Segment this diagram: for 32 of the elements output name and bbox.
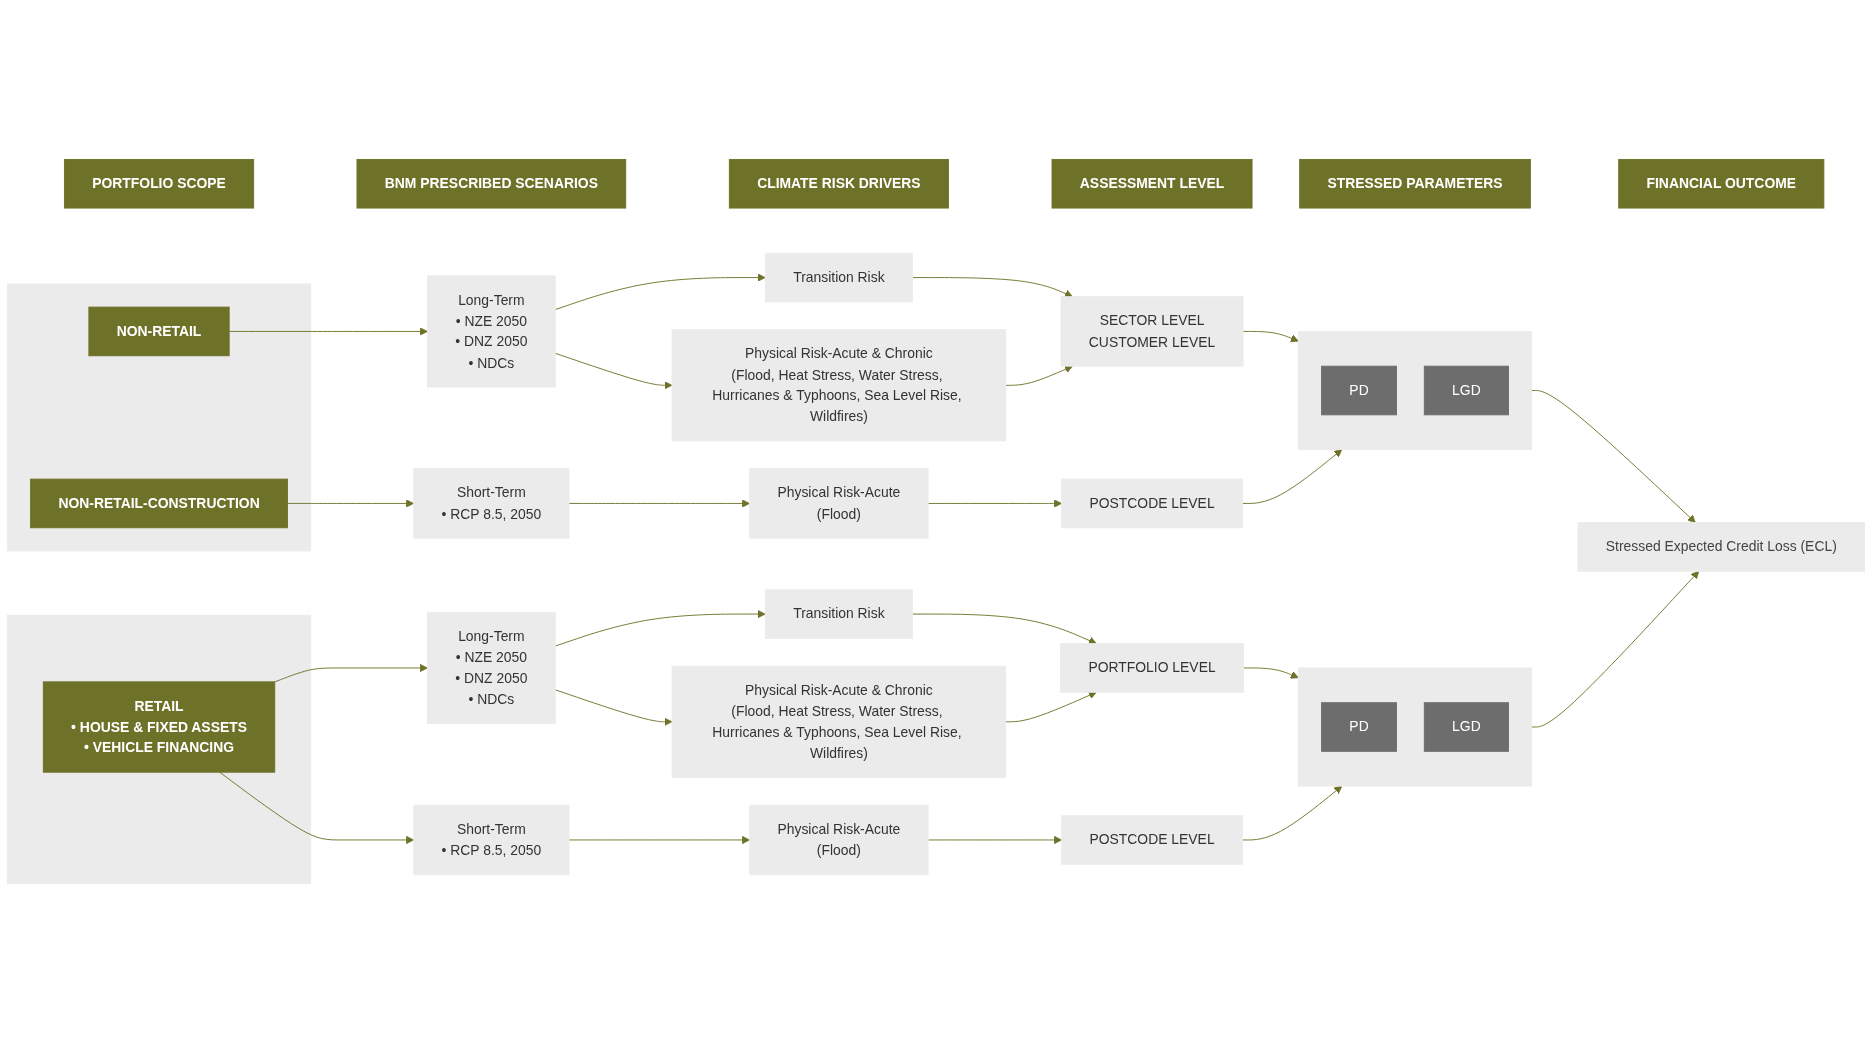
node-box: PORTFOLIO SCOPE	[63, 159, 255, 209]
node-box: Long-Term • NZE 2050 • DNZ 2050 • NDCs	[427, 611, 556, 725]
node-box: Short-Term • RCP 8.5, 2050	[413, 804, 570, 876]
node-box: LGD	[1423, 702, 1509, 752]
node-box: PD	[1321, 365, 1397, 416]
cluster	[6, 614, 312, 884]
node-box: LGD	[1423, 365, 1509, 416]
cluster	[1297, 667, 1533, 787]
node-box: STRESSED PARAMETERS	[1299, 159, 1531, 209]
node-box: NON-RETAIL	[88, 306, 230, 357]
node-box: ASSESSMENT LEVEL	[1051, 159, 1253, 209]
node-box: Short-Term • RCP 8.5, 2050	[413, 468, 570, 539]
node-box: Physical Risk-Acute & Chronic (Flood, Heat Stress, Water Stress, Hurricanes & Typhoons, Sea Level Rise, Wildfires)	[671, 665, 1007, 778]
node-box: Long-Term • NZE 2050 • DNZ 2050 • NDCs	[427, 275, 556, 388]
node-box: BNM PRESCRIBED SCENARIOS	[356, 159, 627, 209]
node-box: SECTOR LEVEL CUSTOMER LEVEL	[1060, 296, 1244, 367]
node-box: Transition Risk	[764, 252, 913, 303]
cluster	[1297, 331, 1533, 451]
node-box: FINANCIAL OUTCOME	[1618, 159, 1825, 209]
node-box: Transition Risk	[764, 589, 913, 639]
node-box: RETAIL • HOUSE & FIXED ASSETS • VEHICLE FINANCING	[42, 681, 276, 773]
node-box: POSTCODE LEVEL	[1061, 815, 1243, 865]
node-box: POSTCODE LEVEL	[1061, 478, 1243, 529]
node-box: Physical Risk-Acute (Flood)	[749, 468, 929, 539]
node-box: Physical Risk-Acute (Flood)	[749, 804, 929, 876]
node-box: NON-RETAIL-CONSTRUCTION	[30, 478, 288, 529]
node-box: Physical Risk-Acute & Chronic (Flood, Heat Stress, Water Stress, Hurricanes & Typhoons, Sea Level Rise, Wildfires)	[671, 329, 1007, 442]
node-box: CLIMATE RISK DRIVERS	[728, 159, 949, 209]
node-box: PD	[1321, 702, 1397, 752]
node-box: PORTFOLIO LEVEL	[1060, 643, 1244, 693]
cluster	[6, 283, 312, 552]
node-box: Stressed Expected Credit Loss (ECL)	[1577, 522, 1866, 572]
